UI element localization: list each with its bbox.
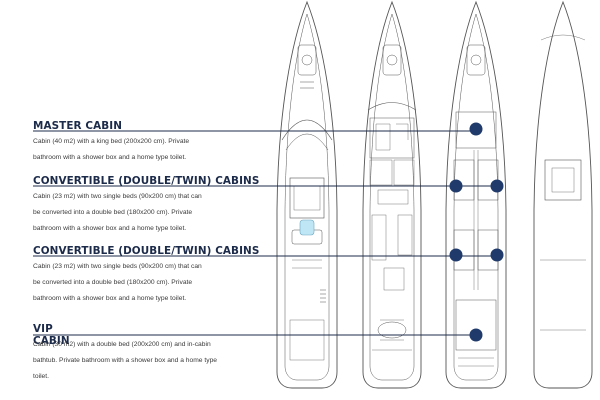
description-line: bathroom with a shower box and a home ty…: [33, 225, 187, 232]
cabin-title: CONVERTIBLE (DOUBLE/TWIN) CABINS: [33, 175, 260, 187]
description-line: bathroom with a shower box and a home ty…: [33, 154, 187, 161]
description-line: Cabin (23 m2) with two single beds (90x2…: [33, 263, 202, 270]
deck-plan-maindeck: [362, 0, 422, 389]
cabin-title: CONVERTIBLE (DOUBLE/TWIN) CABINS: [33, 245, 260, 257]
deck-plan-topview: [533, 0, 593, 389]
cabin-description: Cabin (40 m2) with a king bed (200x200 c…: [33, 134, 283, 166]
cabin-description: Cabin (30 m2) with a double bed (200x200…: [33, 337, 283, 385]
cabin-title: MASTER CABIN: [33, 120, 123, 132]
leader-lines: [33, 130, 497, 336]
marker-master-cabin: [469, 122, 483, 136]
description-line: Cabin (30 m2) with a double bed (200x200…: [33, 341, 211, 348]
cabin-description: Cabin (23 m2) with two single beds (90x2…: [33, 259, 283, 307]
marker-vip-cabin: [469, 328, 483, 342]
description-line: toilet.: [33, 373, 49, 380]
description-line: Cabin (40 m2) with a king bed (200x200 c…: [33, 138, 190, 145]
deck-plan-sundeck: [276, 0, 338, 389]
description-line: Cabin (23 m2) with two single beds (90x2…: [33, 193, 202, 200]
description-line: bathroom with a shower box and a home ty…: [33, 295, 187, 302]
jacuzzi-icon: [299, 219, 315, 236]
cabin-description: Cabin (23 m2) with two single beds (90x2…: [33, 189, 283, 237]
marker-convertible-cabin-starboard-1: [490, 179, 504, 193]
description-line: be converted into a double bed (180x200 …: [33, 279, 193, 286]
cabin-info-master: MASTER CABIN Cabin (40 m2) with a king b…: [33, 120, 283, 166]
marker-convertible-cabin-port-2: [449, 248, 463, 262]
cabin-info-convertible-1: CONVERTIBLE (DOUBLE/TWIN) CABINS Cabin (…: [33, 175, 283, 237]
cabin-info-vip: VIP CABIN Cabin (30 m2) with a double be…: [33, 323, 283, 385]
marker-convertible-cabin-starboard-2: [490, 248, 504, 262]
description-line: be converted into a double bed (180x200 …: [33, 209, 193, 216]
cabin-title: VIP CABIN: [33, 323, 70, 347]
marker-convertible-cabin-port-1: [449, 179, 463, 193]
description-line: bathtub. Private bathroom with a shower …: [33, 357, 218, 364]
cabin-info-convertible-2: CONVERTIBLE (DOUBLE/TWIN) CABINS Cabin (…: [33, 245, 283, 307]
cabin-markers: [449, 122, 504, 342]
